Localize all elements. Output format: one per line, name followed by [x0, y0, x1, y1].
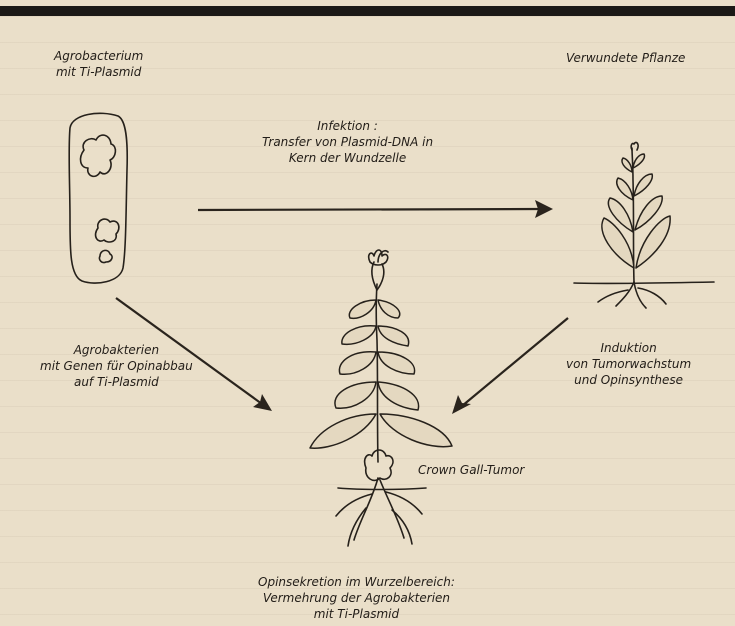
arrow-to-tumor-right: [452, 318, 568, 414]
agrobacterium-line-1: Agrobacterium: [54, 48, 143, 64]
crown-gall-plant-drawing: [310, 250, 452, 546]
genes-line-2: mit Genen für Opinabbau: [40, 358, 193, 374]
agrobacterium-label: Agrobacterium mit Ti-Plasmid: [54, 48, 143, 80]
tumor-line-1: Crown Gall-Tumor: [418, 462, 524, 478]
induction-label: Induktion von Tumorwachstum und Opinsynt…: [566, 340, 691, 388]
genes-label: Agrobakterien mit Genen für Opinabbau au…: [40, 342, 193, 390]
secretion-label: Opinsekretion im Wurzelbereich: Vermehru…: [258, 574, 455, 622]
genes-line-1: Agrobakterien: [40, 342, 193, 358]
infection-line-2: Transfer von Plasmid-DNA in: [262, 134, 433, 150]
secretion-line-3: mit Ti-Plasmid: [258, 606, 455, 622]
agrobacterium-cell: [69, 113, 127, 283]
infection-label: Infektion : Transfer von Plasmid-DNA in …: [262, 118, 433, 166]
wounded-plant-label: Verwundete Pflanze: [566, 50, 685, 66]
wounded-plant-line-1: Verwundete Pflanze: [566, 50, 685, 66]
genes-line-3: auf Ti-Plasmid: [40, 374, 193, 390]
secretion-line-1: Opinsekretion im Wurzelbereich:: [258, 574, 455, 590]
secretion-line-2: Vermehrung der Agrobakterien: [258, 590, 455, 606]
induction-line-3: und Opinsynthese: [566, 372, 691, 388]
agrobacterium-line-2: mit Ti-Plasmid: [54, 64, 143, 80]
arrow-infection: [198, 200, 553, 218]
infection-line-3: Kern der Wundzelle: [262, 150, 433, 166]
tumor-label: Crown Gall-Tumor: [418, 462, 524, 478]
induction-line-1: Induktion: [566, 340, 691, 356]
wounded-plant-drawing: [574, 142, 714, 308]
induction-line-2: von Tumorwachstum: [566, 356, 691, 372]
infection-line-1: Infektion :: [262, 118, 433, 134]
